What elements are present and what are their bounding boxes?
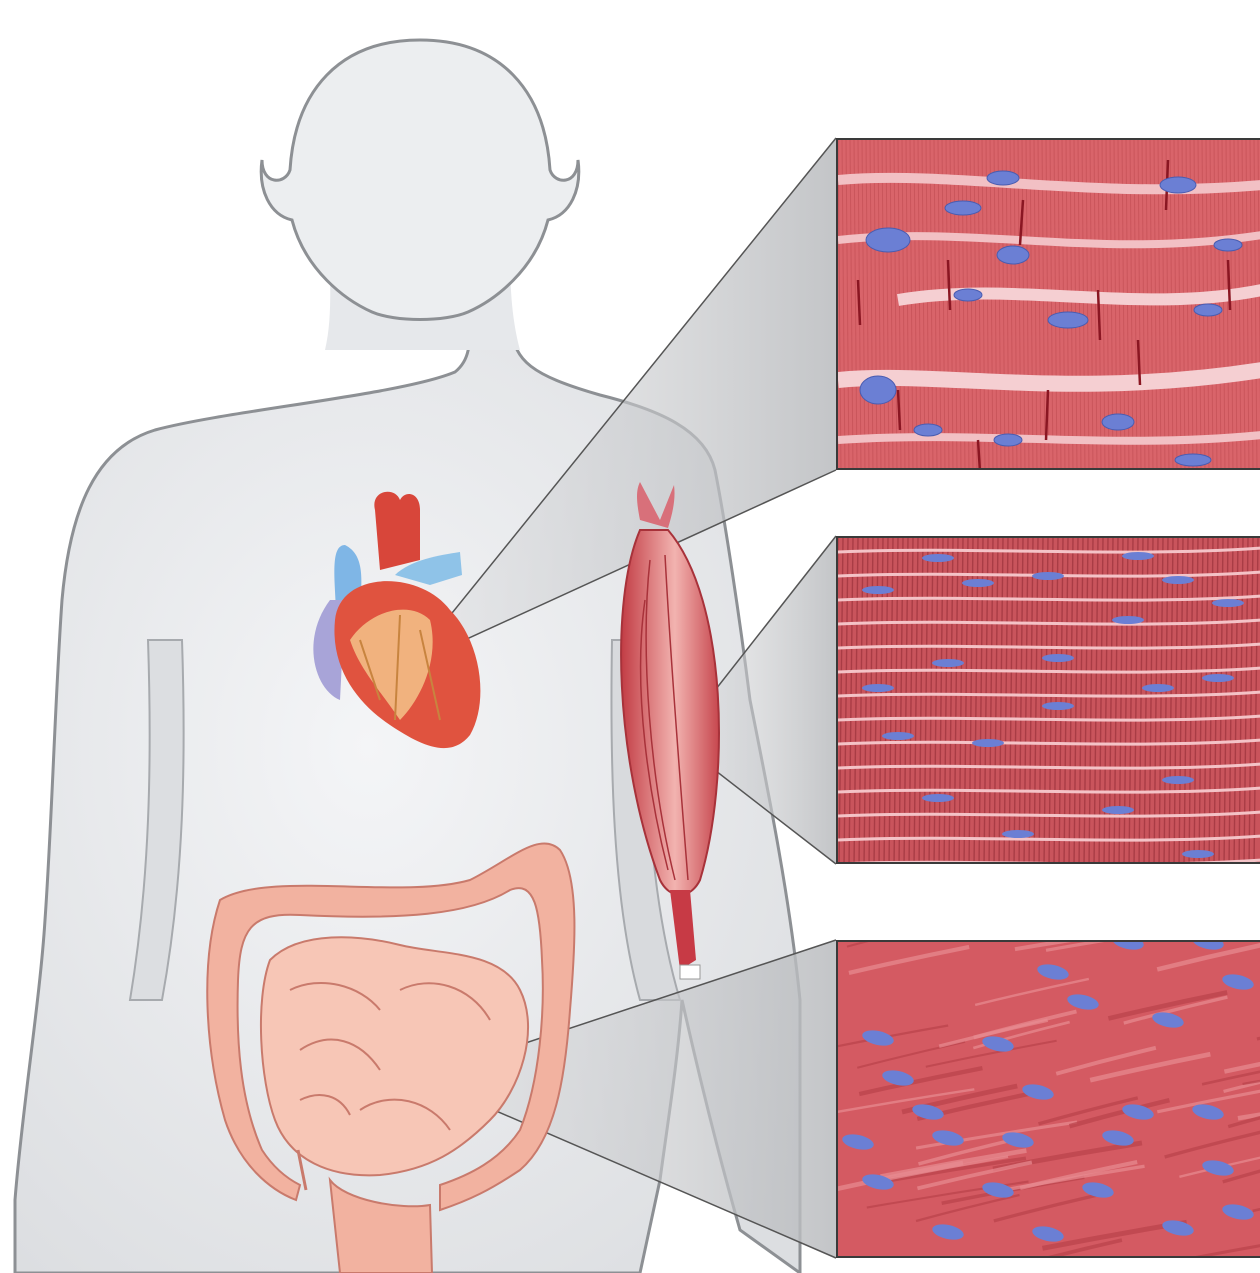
cardiac-nucleus xyxy=(954,289,982,301)
skeletal-nucleus xyxy=(1112,616,1144,624)
cardiac-nucleus xyxy=(1048,312,1088,328)
cardiac-nucleus xyxy=(945,201,981,215)
skeletal-nucleus xyxy=(932,659,964,667)
skeletal-nucleus xyxy=(1202,674,1234,682)
cardiac-nucleus xyxy=(1175,454,1211,466)
cardiac-nucleus xyxy=(914,424,942,436)
skeletal-nucleus xyxy=(1162,776,1194,784)
cardiac-muscle-panel xyxy=(836,138,1260,470)
skeletal-nucleus xyxy=(972,739,1004,747)
cardiac-nucleus xyxy=(987,171,1019,185)
cardiac-nucleus xyxy=(860,376,896,404)
smooth-muscle-panel xyxy=(836,940,1260,1258)
cardiac-nucleus xyxy=(866,228,910,252)
smooth-muscle-tissue xyxy=(838,942,1260,1258)
skeletal-nucleus xyxy=(1142,684,1174,692)
skeletal-nucleus xyxy=(1042,654,1074,662)
skeletal-muscle-tissue xyxy=(838,538,1260,864)
head-outline xyxy=(261,40,579,320)
cardiac-nucleus xyxy=(1102,414,1134,430)
skeletal-nucleus xyxy=(922,554,954,562)
skeletal-nucleus xyxy=(1212,599,1244,607)
cardiac-nucleus xyxy=(1160,177,1196,193)
skeletal-nucleus xyxy=(862,586,894,594)
skeletal-nucleus xyxy=(962,579,994,587)
cardiac-muscle-tissue xyxy=(838,140,1260,470)
skeletal-nucleus xyxy=(1102,806,1134,814)
skeletal-nucleus xyxy=(862,684,894,692)
skeletal-nucleus xyxy=(922,794,954,802)
skeletal-nucleus xyxy=(1162,576,1194,584)
skeletal-nucleus xyxy=(1002,830,1034,838)
cardiac-nucleus xyxy=(1214,239,1242,251)
cardiac-nucleus xyxy=(1194,304,1222,316)
cardiac-nucleus xyxy=(994,434,1022,446)
skeletal-muscle-panel xyxy=(836,536,1260,864)
skeletal-nucleus xyxy=(882,732,914,740)
skeletal-nucleus xyxy=(1032,572,1064,580)
skeletal-nucleus xyxy=(1042,702,1074,710)
skeletal-nucleus xyxy=(1182,850,1214,858)
skeletal-nucleus xyxy=(1122,552,1154,560)
cardiac-nucleus xyxy=(997,246,1029,264)
heart-aorta xyxy=(374,492,420,570)
